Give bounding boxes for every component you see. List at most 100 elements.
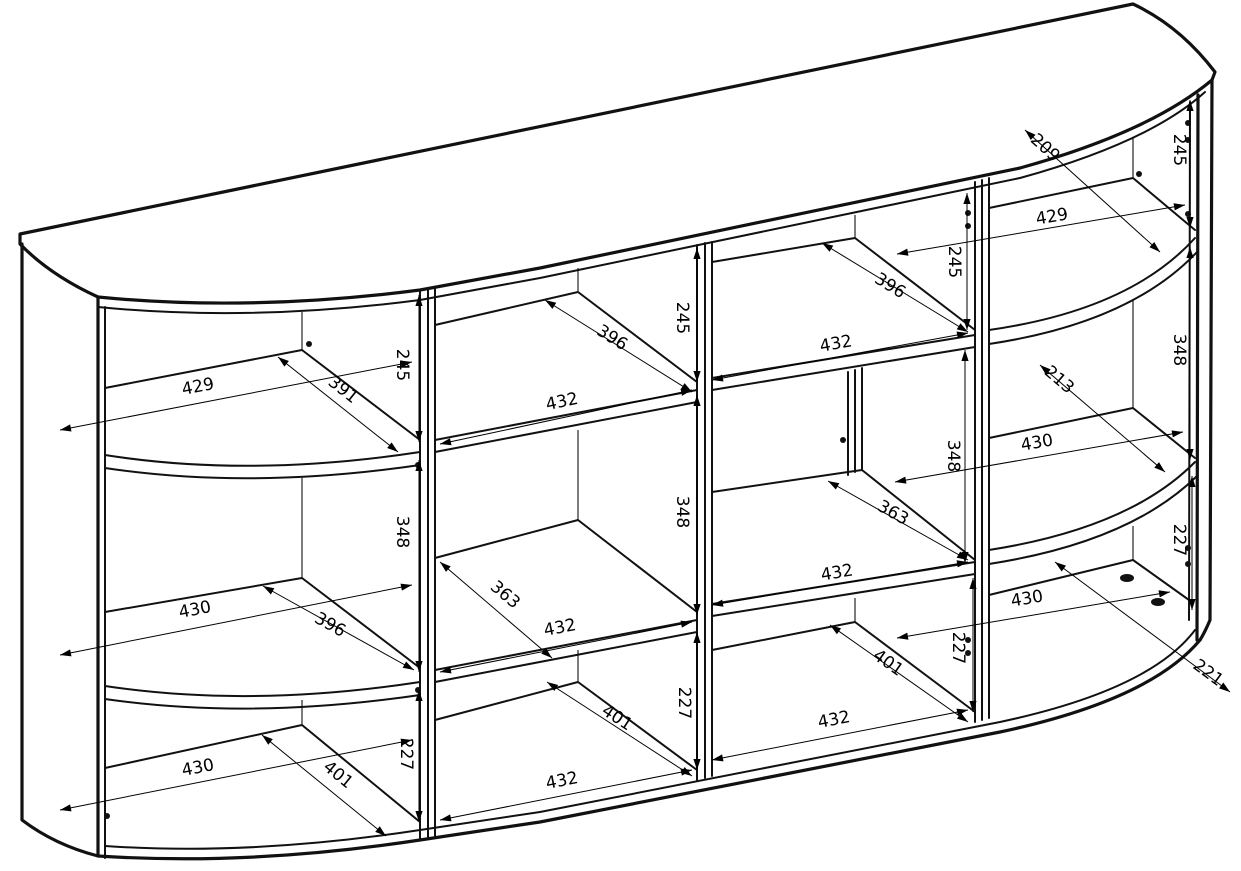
shelf-c1-1 <box>104 451 421 480</box>
dimension-d-top-245-c1: 245 <box>392 295 423 442</box>
pin-dot <box>965 210 971 216</box>
shelf-c2-2 <box>434 619 698 683</box>
top-slab-edge <box>19 79 1213 305</box>
dimension-line <box>439 621 693 673</box>
dimension-arrowhead <box>440 814 452 822</box>
dimension-arrowhead <box>956 323 968 332</box>
dimension-arrowhead <box>415 690 423 701</box>
dimension-d-top-429-right: 429 <box>896 203 1186 256</box>
shelf-c3-1 <box>711 334 976 391</box>
dimension-label: 432 <box>544 389 580 415</box>
dimension-d-top-245-c3: 245 <box>944 193 971 330</box>
dimension-arrowhead <box>680 768 692 776</box>
dimension-lines: 2452094292453964322453964322454293913482… <box>59 100 1231 837</box>
dimension-label: 432 <box>816 707 852 733</box>
dimension-d-mid-213: 213 <box>1039 362 1166 473</box>
dimension-arrowhead <box>547 682 559 692</box>
dimension-d-mid-348-c3: 348 <box>943 350 969 563</box>
dimension-arrowhead <box>828 481 840 490</box>
shelf-c2-top <box>434 291 698 383</box>
dimension-arrowhead <box>1219 682 1230 692</box>
dimension-line <box>59 584 413 656</box>
dimension-line <box>59 739 413 811</box>
dimension-d-bot-432-c3: 432 <box>711 707 969 762</box>
dimension-arrowhead <box>963 193 971 204</box>
dimension-label: 245 <box>944 246 964 278</box>
dimension-d-bot-227-c3: 227 <box>948 578 977 712</box>
pin-dot <box>415 687 421 693</box>
dimension-arrowhead <box>1188 599 1196 610</box>
right-side-post <box>1195 78 1214 642</box>
dimension-arrowhead <box>1149 241 1160 252</box>
dimension-line <box>1024 129 1161 253</box>
dimension-line <box>827 480 969 561</box>
dimension-d-top-245-c2: 245 <box>672 248 701 382</box>
top-slab <box>18 2 1217 305</box>
shelf-c1-1-back <box>104 577 421 669</box>
dimension-arrowhead <box>400 360 412 368</box>
dimension-arrowhead <box>1188 476 1196 487</box>
pin-dot <box>965 223 971 229</box>
dimension-d-mid-430-c1: 430 <box>59 583 413 657</box>
shelf-c4-top <box>988 177 1196 231</box>
dimension-arrowhead <box>400 583 412 591</box>
pin-dot <box>306 341 312 347</box>
dimension-arrowhead <box>415 811 423 822</box>
dimension-arrowhead <box>415 460 423 471</box>
shelf-c2-bot <box>434 681 698 771</box>
dimension-arrowhead <box>712 754 724 762</box>
dimension-label: 430 <box>177 597 213 623</box>
dimension-arrowhead <box>969 701 977 712</box>
shelf-c4-mid <box>988 407 1196 459</box>
pin-dot <box>965 637 971 643</box>
dimension-arrowhead <box>956 551 968 560</box>
dimension-arrowhead <box>375 826 386 836</box>
dimension-label: 245 <box>1169 134 1189 166</box>
dimension-label: 432 <box>544 768 580 794</box>
dimension-arrowhead <box>963 319 971 330</box>
dimension-line <box>277 356 399 453</box>
dimension-arrowhead <box>897 632 909 640</box>
dimension-label: 227 <box>396 738 416 770</box>
dimension-arrowhead <box>712 374 724 382</box>
dimension-line <box>1054 561 1231 693</box>
dimension-label: 348 <box>943 440 963 472</box>
dimension-arrowhead <box>1025 130 1036 141</box>
dimension-line <box>546 681 693 777</box>
dimension-label: 245 <box>672 302 692 334</box>
dimension-label: 348 <box>672 496 692 528</box>
dimension-line <box>261 734 387 837</box>
dimension-arrowhead <box>693 248 701 259</box>
dimension-arrowhead <box>440 562 451 572</box>
dimension-arrowhead <box>693 759 701 770</box>
dimension-arrowhead <box>956 708 968 716</box>
dimension-d-top-429-c1: 429 <box>59 360 413 432</box>
inner-divider-col3 <box>847 367 863 476</box>
partition-3 <box>974 177 990 723</box>
dimension-d-top-396-c2: 396 <box>544 299 693 393</box>
dimension-arrowhead <box>541 648 552 658</box>
dimension-d-bot-227-c2: 227 <box>674 632 701 770</box>
dimension-arrowhead <box>897 248 909 256</box>
dimension-label: 227 <box>674 687 694 719</box>
shelf-c4-1 <box>988 237 1198 345</box>
shelf-c3-bot <box>711 621 976 713</box>
dimension-label: 429 <box>180 374 216 400</box>
dimension-d-bot-430-c1: 430 <box>59 738 413 812</box>
dimension-arrowhead <box>440 438 452 446</box>
dimension-line <box>439 561 553 659</box>
dimension-label: 432 <box>542 615 578 641</box>
shelf-c3-top <box>711 237 976 331</box>
dimension-arrowhead <box>693 371 701 382</box>
dimension-arrowhead <box>693 604 701 615</box>
dimension-arrowhead <box>1055 562 1066 572</box>
dimension-label: 348 <box>1169 334 1189 366</box>
dimension-line <box>896 591 1171 639</box>
cable-hole <box>1120 574 1134 582</box>
dimension-arrowhead <box>830 625 842 635</box>
dimension-label: 401 <box>598 701 636 735</box>
dimension-arrowhead <box>400 738 412 746</box>
shelf-c1-2-back <box>104 724 421 823</box>
